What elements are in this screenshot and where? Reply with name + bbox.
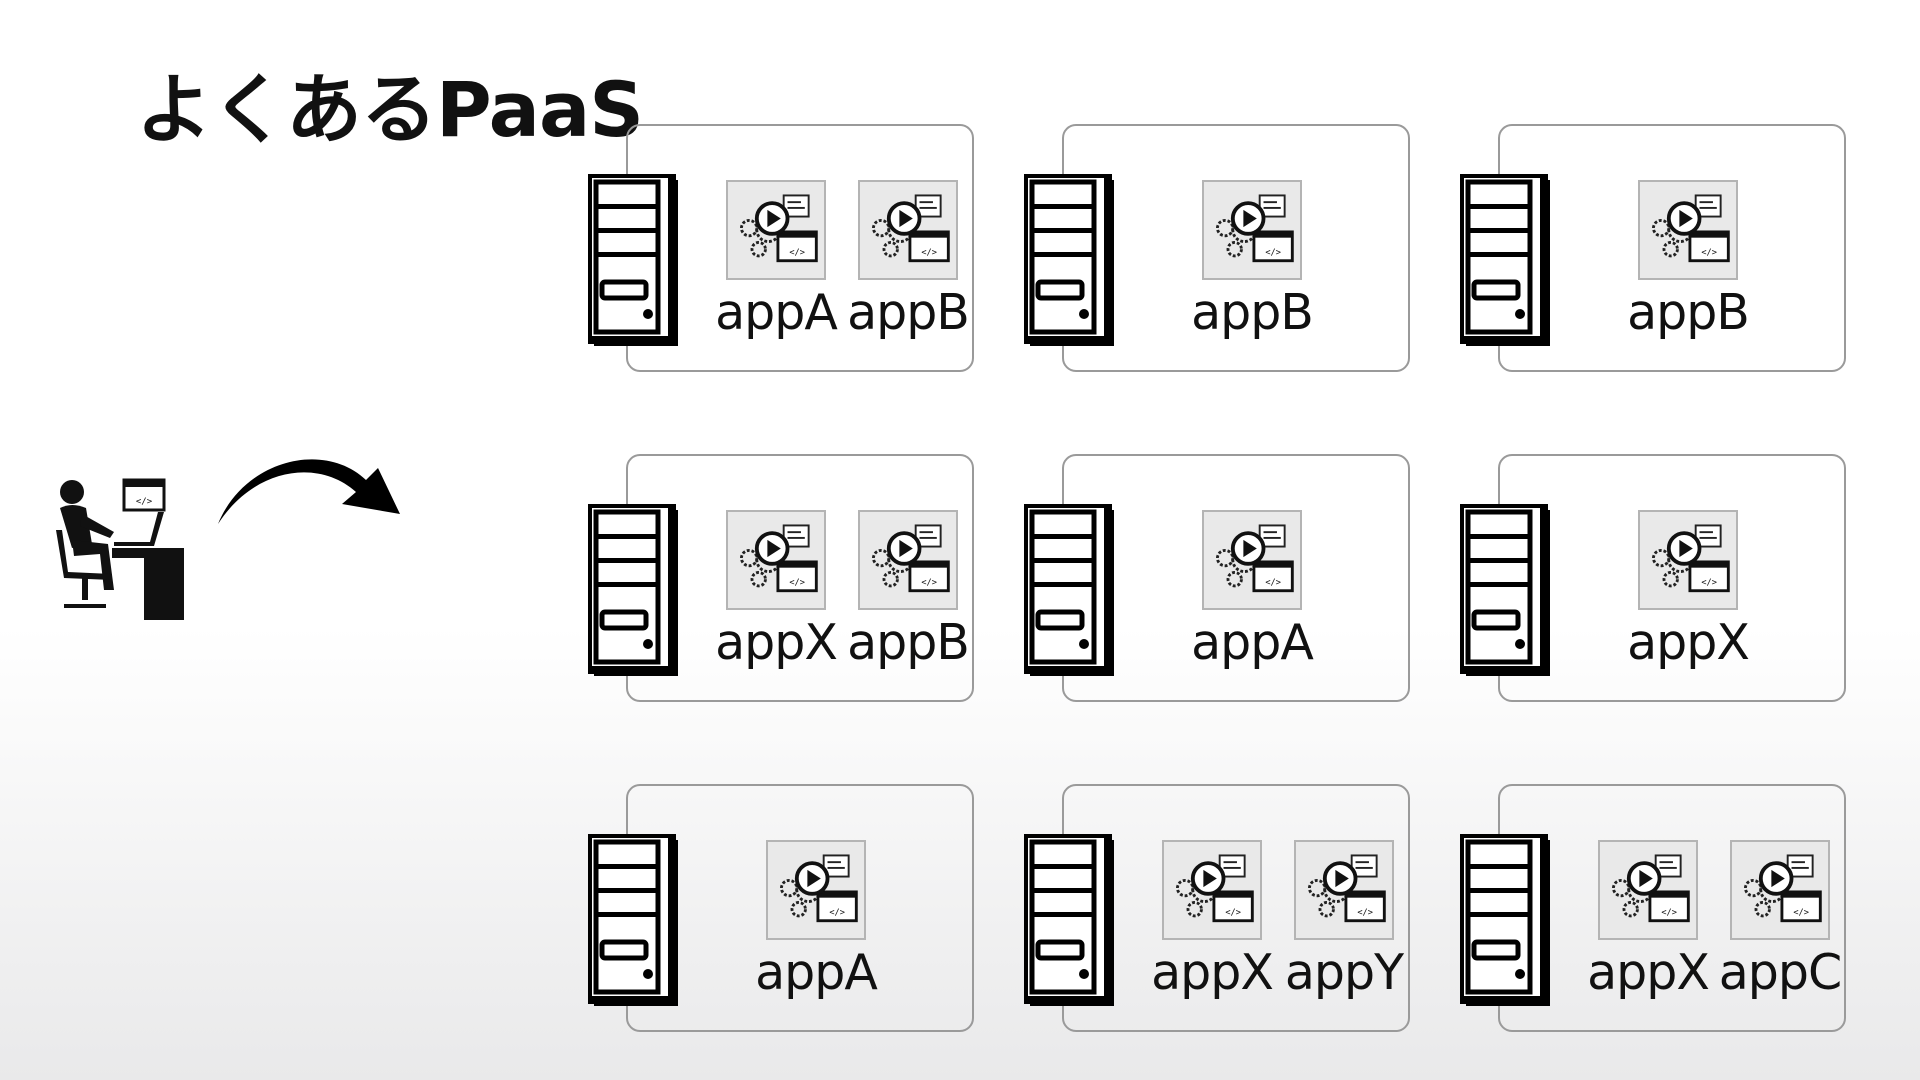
svg-text:</>: </> — [1793, 908, 1809, 918]
app-label: appA — [755, 944, 878, 1001]
svg-text:</>: </> — [789, 578, 805, 588]
developer-at-desk-icon: </> — [52, 474, 192, 620]
server-tower-icon — [584, 830, 684, 1006]
svg-text:</>: </> — [1661, 908, 1677, 918]
app-label: appX — [1587, 944, 1710, 1001]
app-gear-play-icon: </> — [1162, 840, 1262, 940]
app-label: appX — [1627, 614, 1750, 671]
svg-text:</>: </> — [1265, 578, 1281, 588]
svg-text:</>: </> — [1701, 248, 1717, 258]
app-gear-play-icon: </> — [726, 510, 826, 610]
app-gear-play-icon: </> — [1294, 840, 1394, 940]
app-gear-play-icon: </> — [726, 180, 826, 280]
svg-text:</>: </> — [1701, 578, 1717, 588]
app-gear-play-icon: </> — [858, 180, 958, 280]
app-gear-play-icon: </> — [1598, 840, 1698, 940]
app-label: appB — [1191, 284, 1314, 341]
svg-text:</>: </> — [1225, 908, 1241, 918]
svg-text:</>: </> — [1357, 908, 1373, 918]
server-tower-icon — [1020, 500, 1120, 676]
app-label: appX — [1151, 944, 1274, 1001]
app-label: appX — [715, 614, 838, 671]
svg-text:</>: </> — [921, 578, 937, 588]
svg-text:</>: </> — [921, 248, 937, 258]
app-gear-play-icon: </> — [858, 510, 958, 610]
server-tower-icon — [1020, 170, 1120, 346]
svg-text:</>: </> — [1265, 248, 1281, 258]
app-label: appC — [1718, 944, 1842, 1001]
app-gear-play-icon: </> — [1638, 510, 1738, 610]
app-gear-play-icon: </> — [1202, 180, 1302, 280]
app-label: appA — [1191, 614, 1314, 671]
app-label: appB — [847, 284, 970, 341]
app-gear-play-icon: </> — [1202, 510, 1302, 610]
server-tower-icon — [584, 500, 684, 676]
server-tower-icon — [1020, 830, 1120, 1006]
server-tower-icon — [584, 170, 684, 346]
slide-title: よくあるPaaS — [136, 65, 644, 154]
server-tower-icon — [1456, 500, 1556, 676]
app-label: appB — [847, 614, 970, 671]
app-label: appB — [1627, 284, 1750, 341]
app-gear-play-icon: </> — [766, 840, 866, 940]
app-label: appA — [715, 284, 838, 341]
server-tower-icon — [1456, 170, 1556, 346]
app-gear-play-icon: </> — [1730, 840, 1830, 940]
svg-text:</>: </> — [136, 497, 153, 507]
server-tower-icon — [1456, 830, 1556, 1006]
svg-text:</>: </> — [789, 248, 805, 258]
app-label: appY — [1284, 944, 1404, 1001]
curved-arrow-icon — [214, 440, 404, 526]
svg-text:</>: </> — [829, 908, 845, 918]
app-gear-play-icon: </> — [1638, 180, 1738, 280]
